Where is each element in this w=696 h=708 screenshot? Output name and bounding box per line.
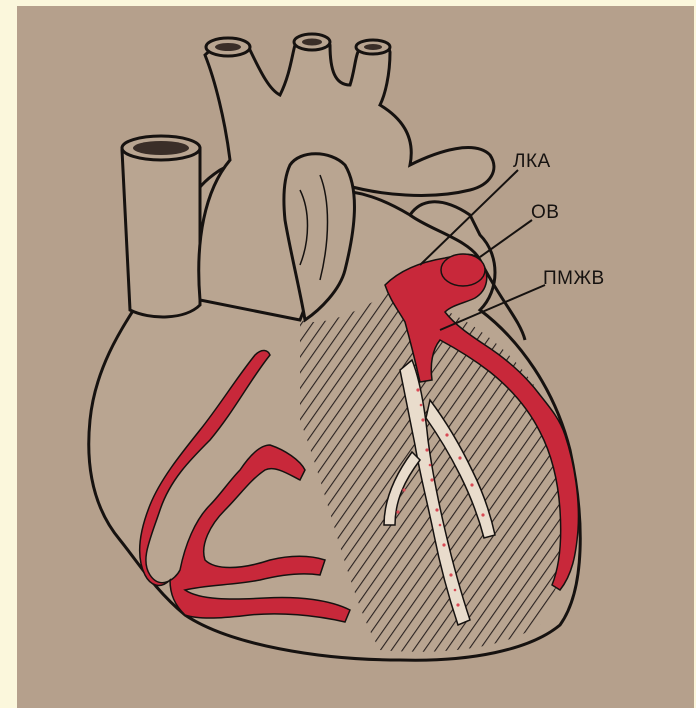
label-pmzhv: ПМЖВ: [543, 268, 605, 290]
vena-cava: [122, 142, 200, 317]
label-lka: ЛКА: [513, 151, 551, 173]
paper-sheet: [17, 6, 694, 708]
heart-illustration: [17, 6, 694, 708]
label-ov: ОВ: [531, 202, 559, 224]
